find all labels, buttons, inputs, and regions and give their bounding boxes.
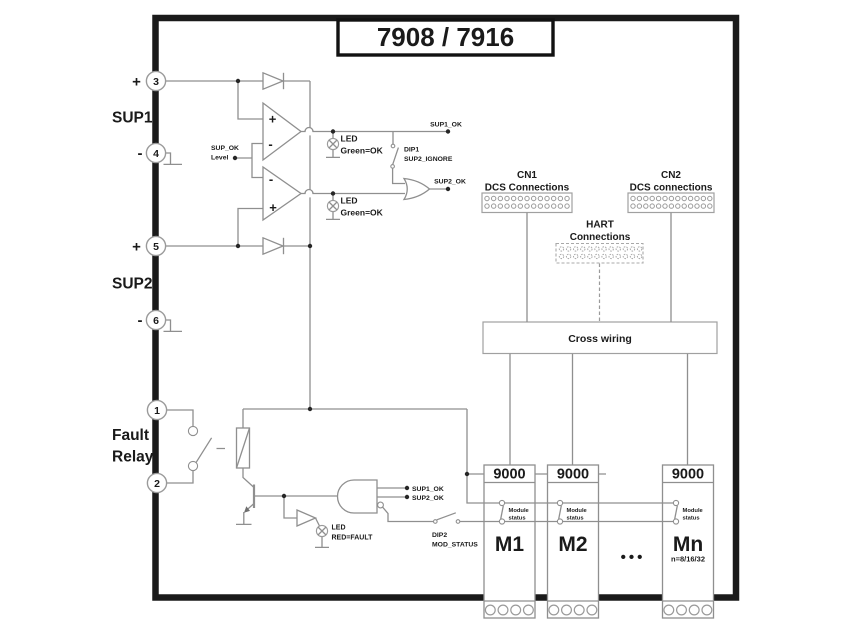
module-m1-status-switch: Module status (498, 499, 530, 525)
terminal-5: 5 (145, 235, 167, 257)
module-mn-note: n=8/16/32 (671, 555, 705, 564)
sup2-minus-sign: - (138, 312, 143, 329)
wires (163, 80, 676, 549)
junction-dots (232, 78, 470, 500)
relay-coil (235, 427, 251, 469)
svg-text:1: 1 (154, 405, 160, 417)
module-m1-terminals (484, 604, 534, 616)
title-box: 7908 / 7916 (336, 18, 555, 57)
module-ellipsis: ••• (621, 549, 646, 566)
svg-text:3: 3 (153, 76, 159, 88)
cross-wiring-label: Cross wiring (568, 333, 632, 345)
svg-text:-: - (269, 172, 273, 187)
hart-connector (555, 242, 644, 264)
comparator-sup2: - + (262, 165, 303, 222)
inverter (296, 509, 318, 527)
led-fault (315, 524, 329, 538)
cn2-pins (630, 195, 713, 209)
led-sup1-label: LED (341, 134, 358, 144)
svg-text:status: status (683, 516, 700, 522)
dip2-label-1: DIP2 (432, 532, 447, 539)
svg-text:-: - (268, 137, 272, 152)
module-m2: 9000 M2 (546, 464, 600, 619)
hart-label-2: Connections (570, 232, 631, 243)
sup-ok-level-label-2: Level (211, 155, 228, 162)
led-sup2-label: LED (341, 196, 358, 206)
dip1-label-2: SUP2_IGNORE (404, 156, 453, 163)
module-m2-name: M2 (558, 533, 587, 556)
dip2-label-2: MOD_STATUS (432, 542, 478, 549)
svg-text:status: status (509, 516, 526, 522)
svg-text:status: status (567, 516, 584, 522)
sup-ok-level-label-1: SUP_OK (211, 145, 239, 152)
relay-contact (187, 425, 199, 472)
and-gate-invert-bubble (377, 501, 384, 509)
cn1-pins (484, 195, 570, 209)
module-mn-status-switch: Module status (672, 499, 704, 525)
module-mn-terminals (663, 604, 713, 616)
module-m2-terminals (548, 604, 598, 616)
svg-text:4: 4 (153, 148, 159, 160)
svg-text:2: 2 (154, 478, 160, 490)
led-fault-label: LED (332, 525, 346, 532)
and-input2-label: SUP2_OK (412, 495, 444, 502)
module-m1: 9000 M1 (483, 464, 536, 619)
cn1-connector (481, 192, 573, 214)
module-m1-name: M1 (495, 533, 524, 556)
and-input1-label: SUP1_OK (412, 486, 444, 493)
module-mn-bus-label: 9000 (672, 467, 704, 483)
svg-text:5: 5 (153, 241, 159, 253)
module-m1-bus-label: 9000 (493, 467, 525, 483)
led-sup1-meaning: Green=OK (341, 146, 384, 156)
diode-sup1 (262, 71, 285, 91)
page-title: 7908 / 7916 (377, 22, 514, 52)
cn2-label: CN2 (661, 170, 681, 181)
transistor (244, 484, 256, 513)
cross-wiring-box: Cross wiring (482, 321, 718, 355)
terminal-2: 2 (146, 472, 168, 494)
led-sup2-meaning: Green=OK (341, 208, 384, 218)
svg-text:+: + (269, 112, 277, 127)
terminal-1: 1 (146, 399, 168, 421)
module-mn: 9000 Mn n=8/16/32 (661, 464, 715, 619)
led-sup2-ok (326, 199, 340, 213)
and-gate (336, 479, 384, 514)
sup2-label: SUP2 (112, 276, 153, 293)
terminal-3: 3 (145, 70, 167, 92)
cn1-label: CN1 (517, 170, 537, 181)
module-m2-bus-label: 9000 (557, 467, 589, 483)
svg-text:6: 6 (153, 315, 159, 327)
terminal-4: 4 (145, 142, 167, 164)
terminal-6: 6 (145, 309, 167, 331)
svg-text:Module: Module (567, 508, 588, 514)
svg-text:Module: Module (509, 508, 530, 514)
cross-to-module-wires (509, 353, 689, 465)
dip2-switch (432, 519, 461, 524)
hart-label-1: HART (586, 220, 614, 231)
led-sup1-ok (326, 137, 340, 151)
cn2-connector (627, 192, 715, 214)
module-m2-status-switch: Module status (556, 499, 588, 525)
dip1-label-1: DIP1 (404, 147, 419, 154)
sup2-plus-sign: + (132, 239, 141, 256)
module-mn-name: Mn (673, 533, 703, 556)
hart-pins (558, 246, 643, 260)
or-gate (402, 177, 431, 201)
sup1-label: SUP1 (112, 110, 153, 127)
cn1-desc: DCS Connections (485, 183, 570, 194)
fault-relay-label-2: Relay (112, 449, 154, 466)
led-fault-meaning: RED=FAULT (332, 535, 374, 542)
fault-relay-label-1: Fault (112, 427, 149, 444)
sup2-ok-label: SUP2_OK (434, 179, 466, 186)
dip1-switch (390, 143, 396, 169)
comparator-sup1: + - (262, 101, 303, 162)
sup1-plus-sign: + (132, 74, 141, 91)
diode-sup2 (262, 236, 285, 256)
sup1-ok-label: SUP1_OK (430, 122, 462, 129)
sup1-minus-sign: - (138, 145, 143, 162)
svg-text:Module: Module (683, 508, 704, 514)
svg-text:+: + (269, 200, 277, 215)
main-border (152, 14, 740, 601)
cn2-desc: DCS connections (630, 183, 713, 194)
